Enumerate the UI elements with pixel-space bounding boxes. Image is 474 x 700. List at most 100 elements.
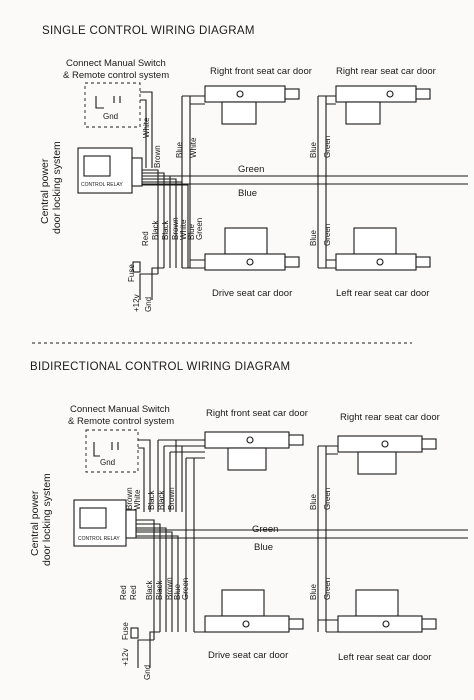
wire-label-blue: Blue — [309, 141, 318, 158]
switch-label-line1: Connect Manual Switch — [66, 58, 166, 69]
wire-label-blue: Blue — [309, 583, 318, 600]
power-gnd-label: Gnd — [143, 665, 152, 680]
relay-connector — [125, 509, 137, 539]
door-label-right-front: Right front seat car door — [210, 66, 312, 77]
door-label-drive: Drive seat car door — [212, 288, 292, 299]
actuator-right-rear: Right rear seat car door — [337, 412, 440, 475]
power-plus-label: +12v — [121, 648, 130, 666]
door-label-right-front: Right front seat car door — [206, 408, 308, 419]
fuse-label: Fuse — [121, 622, 130, 640]
front-door-wires — [181, 95, 205, 269]
fuse-icon — [130, 627, 139, 639]
wire-label-white: White — [142, 117, 151, 138]
wire-label-blue: Blue — [309, 229, 318, 246]
wire-label-green: Green — [323, 224, 332, 246]
diagram-title: BIDIRECTIONAL CONTROL WIRING DIAGRAM — [30, 361, 290, 373]
fuse-label: Fuse — [127, 264, 136, 282]
relay-harness — [136, 519, 179, 640]
door-label-left-rear: Left rear seat car door — [336, 288, 429, 299]
system-label-line1: Central power — [29, 490, 41, 556]
wire-label-white: White — [133, 489, 142, 510]
wire-label-red: Red — [141, 231, 150, 246]
relay-window — [83, 155, 111, 177]
upper-harness — [157, 439, 205, 512]
wire-label-brown: Brown — [171, 217, 180, 240]
door-label-right-rear: Right rear seat car door — [340, 412, 440, 423]
wire-label-blue: Blue — [187, 223, 196, 240]
bus-green-label: Green — [238, 164, 264, 175]
rear-door-wires — [317, 445, 338, 633]
door-label-drive: Drive seat car door — [208, 650, 288, 661]
wire-label-white: White — [179, 219, 188, 240]
relay-label: CONTROL RELAY — [81, 182, 123, 188]
bidirectional-control-diagram: BIDIRECTIONAL CONTROL WIRING DIAGRAM Con… — [29, 361, 468, 680]
system-label-line2: door locking system — [41, 473, 53, 566]
actuator-left-rear: Left rear seat car door — [337, 589, 437, 663]
actuator-drive: Drive seat car door — [204, 227, 300, 299]
fuse-icon — [132, 261, 141, 273]
wire-label-brown: Brown — [125, 487, 134, 510]
door-label-left-rear: Left rear seat car door — [338, 652, 431, 663]
single-control-diagram: SINGLE CONTROL WIRING DIAGRAM Connect Ma… — [39, 25, 468, 312]
wire-label-green: Green — [323, 136, 332, 158]
bus-green-label: Green — [252, 524, 278, 535]
wire-label-green: Green — [323, 578, 332, 600]
relay-label: CONTROL RELAY — [78, 536, 120, 542]
switch-label-line2: & Remote control system — [63, 70, 169, 81]
switch-label-line1: Connect Manual Switch — [70, 404, 170, 415]
bus-lines — [142, 175, 468, 185]
gnd-wire — [95, 96, 104, 109]
relay-window — [79, 507, 107, 529]
wire-label-brown: Brown — [167, 487, 176, 510]
wire-label-blue: Blue — [173, 583, 182, 600]
control-relay: CONTROL RELAY — [77, 147, 143, 194]
door-label-right-rear: Right rear seat car door — [336, 66, 436, 77]
wire-label-black: Black — [157, 489, 166, 510]
relay-connector — [131, 157, 143, 187]
power-red-wire — [139, 273, 158, 300]
system-label-line2: door locking system — [51, 141, 63, 234]
wire-label-blue: Blue — [175, 141, 184, 158]
manual-switch-box — [84, 82, 141, 128]
control-relay: CONTROL RELAY — [73, 499, 137, 547]
wire-label-black: Black — [145, 579, 154, 600]
actuator-left-rear: Left rear seat car door — [335, 227, 431, 299]
gnd-label: Gnd — [100, 458, 115, 467]
wire-label-black: Black — [147, 489, 156, 510]
wire-label-green: Green — [323, 488, 332, 510]
power-wires — [137, 631, 160, 668]
wire-label-black: Black — [161, 219, 170, 240]
power-gnd-label: Gnd — [144, 297, 153, 312]
diagram-title: SINGLE CONTROL WIRING DIAGRAM — [42, 25, 255, 37]
bus-blue-label: Blue — [254, 542, 273, 553]
wire-label-brown: Brown — [153, 145, 162, 168]
wire-label-black: Black — [155, 579, 164, 600]
wire-label-green: Green — [195, 218, 204, 240]
gnd-wire — [93, 442, 100, 457]
wire-label-brown: Brown — [165, 577, 174, 600]
switch-contacts — [113, 96, 121, 103]
switch-wires — [140, 91, 153, 168]
rear-door-wires — [317, 95, 336, 269]
manual-switch-box — [85, 429, 139, 473]
system-label-line1: Central power — [39, 158, 51, 224]
power-plus-label: +12v — [132, 294, 141, 312]
switch-wires — [138, 439, 151, 512]
switch-label-line2: & Remote control system — [68, 416, 174, 427]
wire-label-red: Red — [129, 585, 138, 600]
actuator-right-front: Right front seat car door — [204, 66, 312, 125]
actuator-right-rear: Right rear seat car door — [335, 66, 436, 125]
gnd-label: Gnd — [103, 112, 118, 121]
wire-label-red: Red — [119, 585, 128, 600]
front-door-wires — [185, 457, 205, 633]
wire-label-black: Black — [151, 219, 160, 240]
actuator-right-front: Right front seat car door — [204, 408, 308, 471]
wire-label-white: White — [189, 137, 198, 158]
bus-blue-label: Blue — [238, 188, 257, 199]
actuator-drive: Drive seat car door — [204, 589, 304, 661]
wire-label-blue: Blue — [309, 493, 318, 510]
switch-contacts — [111, 442, 119, 450]
power-black-wire — [151, 267, 164, 300]
